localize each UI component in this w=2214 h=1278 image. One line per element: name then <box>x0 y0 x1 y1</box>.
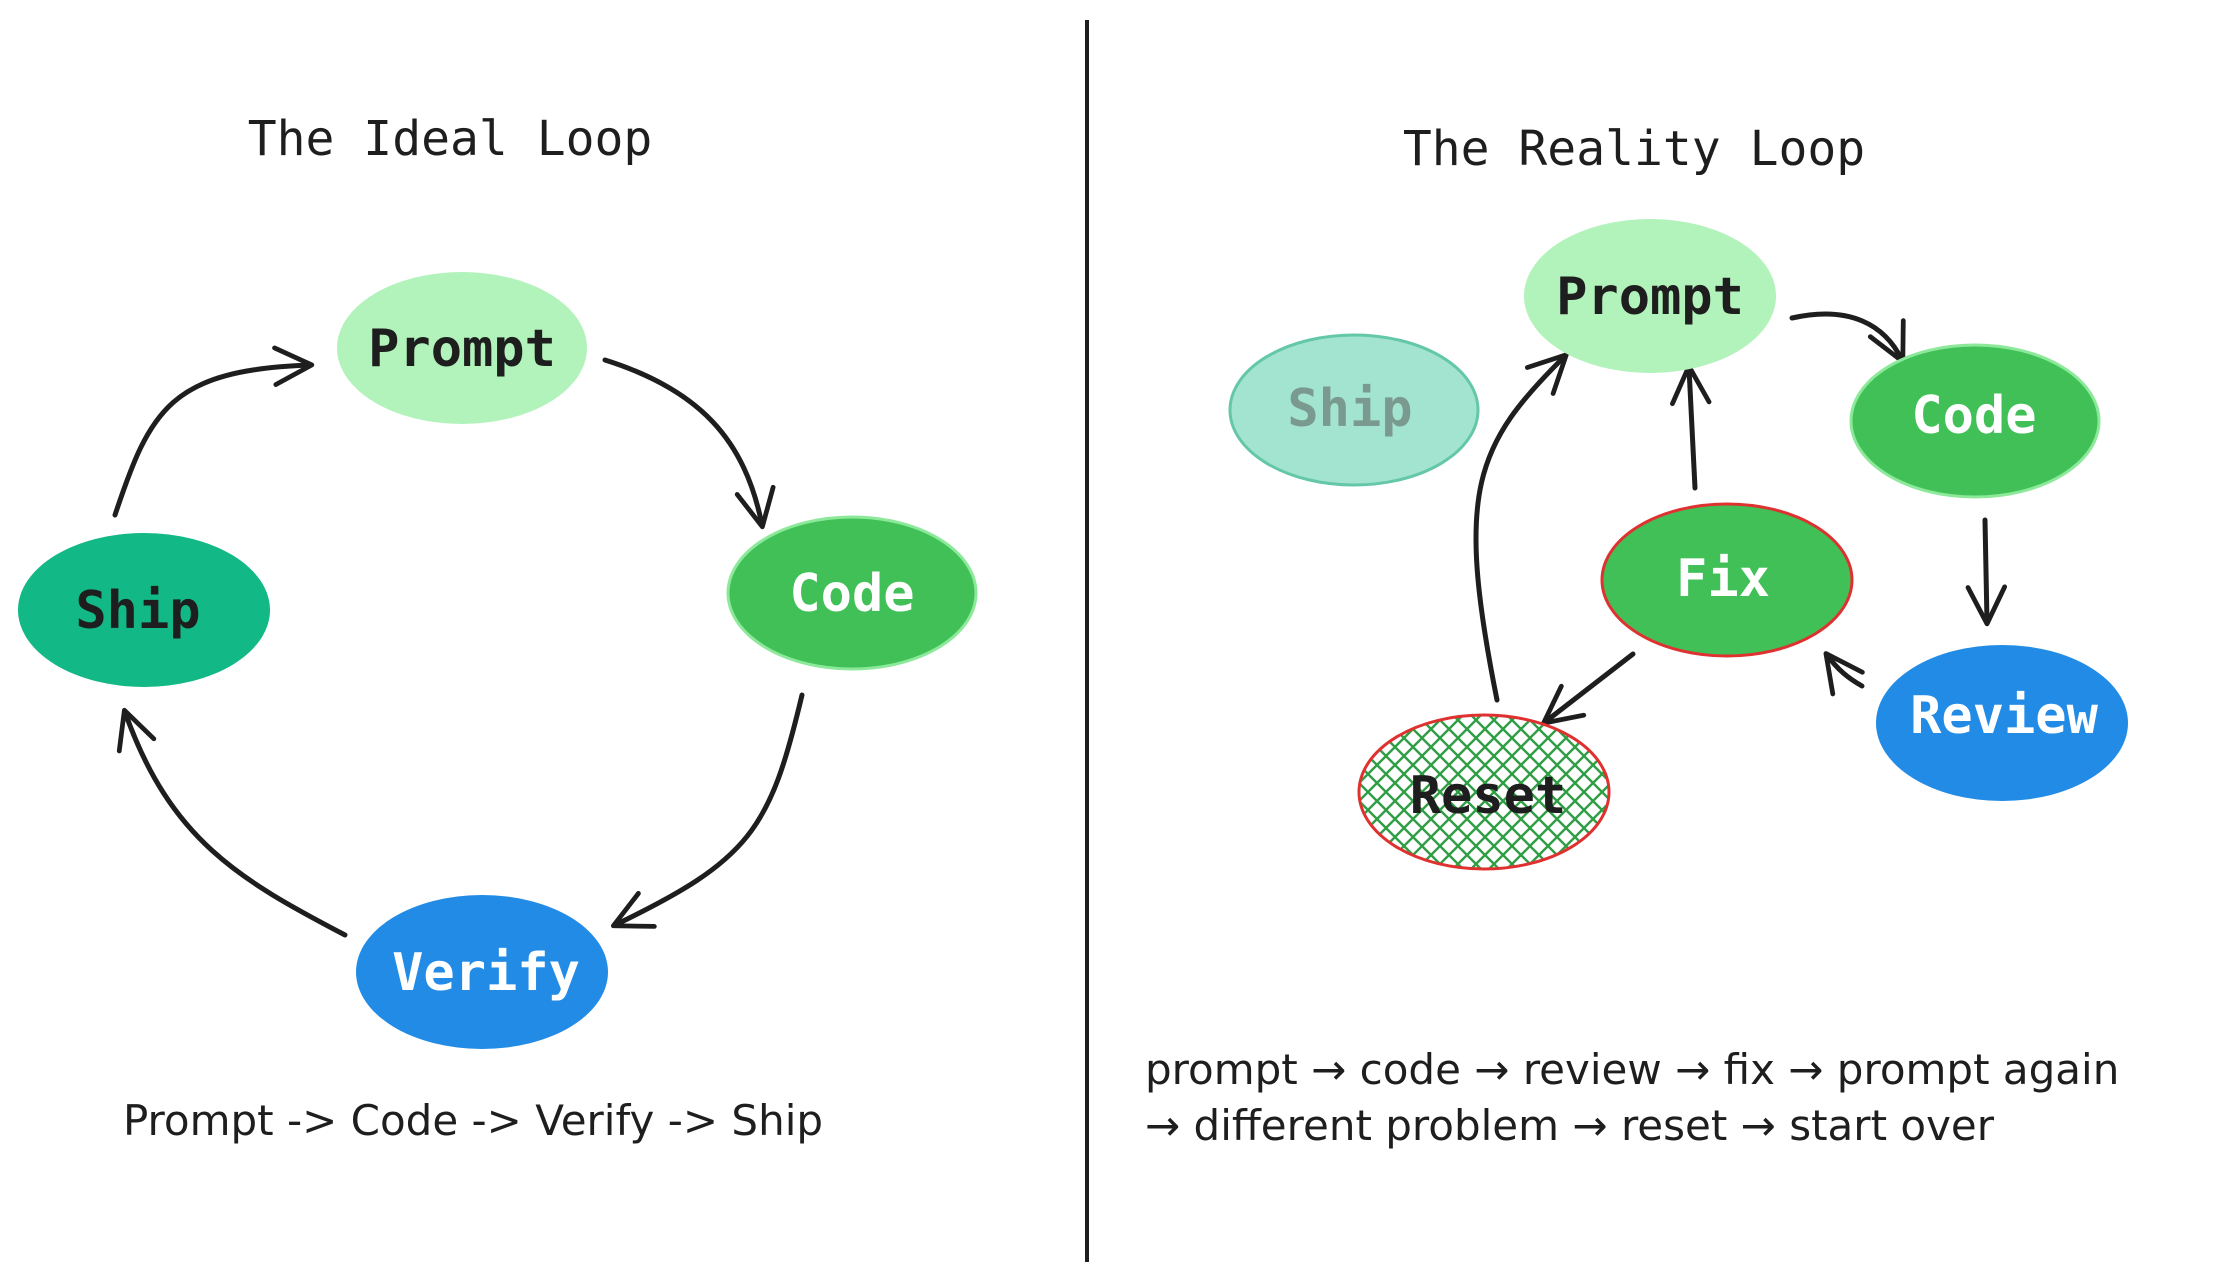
ideal-node-prompt-shape <box>337 272 587 424</box>
reality-loop-caption-line2: → different problem → reset → start over <box>1145 1101 1995 1150</box>
reality-node-prompt: Prompt <box>1524 219 1776 373</box>
reality-loop-panel: The Reality Loop Prompt Ship Code Fix Re… <box>1145 121 2128 1150</box>
ideal-node-code-label: Code <box>789 564 914 624</box>
arrow-fix-to-prompt <box>1670 363 1712 491</box>
reality-node-ship-label: Ship <box>1287 379 1412 439</box>
reality-node-code-shape <box>1849 343 2101 499</box>
reality-node-fix-outline <box>1600 502 1854 658</box>
reality-node-prompt-shape <box>1524 219 1776 373</box>
arrow-prompt-to-code <box>602 357 776 530</box>
reality-node-reset-shape <box>1359 715 1609 869</box>
ideal-node-prompt-label: Prompt <box>368 319 556 379</box>
arrow-reset-to-prompt <box>1473 352 1569 703</box>
arrow-fix-to-reset <box>1541 651 1636 726</box>
reality-node-code: Code <box>1849 343 2101 499</box>
arrow-code-to-verify <box>610 692 805 929</box>
reality-loop-caption-line1: prompt → code → review → fix → prompt ag… <box>1145 1045 2119 1094</box>
arrow-verify-to-ship <box>116 707 348 938</box>
reality-node-review-shape <box>1876 645 2128 801</box>
ideal-node-verify-shape <box>356 895 608 1049</box>
ideal-node-ship-shape <box>18 533 270 687</box>
ideal-node-code-shape <box>726 515 978 671</box>
ideal-node-ship-label: Ship <box>75 581 200 641</box>
reality-node-ship: Ship <box>1228 333 1480 487</box>
reality-node-reset: Reset <box>1357 713 1611 871</box>
ideal-loop-title: The Ideal Loop <box>248 111 653 167</box>
arrow-ship-to-prompt <box>112 345 315 518</box>
reality-node-ship-shape <box>1228 333 1480 487</box>
reality-node-prompt-label: Prompt <box>1556 267 1744 327</box>
reality-node-review-label: Review <box>1910 686 2099 746</box>
reality-node-reset-label: Reset <box>1410 766 1567 826</box>
arrow-code-to-review <box>1965 517 2008 627</box>
reality-node-code-label: Code <box>1911 386 2036 446</box>
ideal-loop-panel: The Ideal Loop Prompt Code Verify Ship P… <box>18 111 978 1145</box>
arrow-review-to-fix <box>1823 651 1865 697</box>
reality-node-review: Review <box>1876 645 2128 801</box>
arrow-prompt-to-code-reality <box>1789 311 1906 365</box>
ideal-node-ship: Ship <box>18 533 270 687</box>
ideal-node-verify-label: Verify <box>392 943 580 1003</box>
reality-loop-title: The Reality Loop <box>1403 121 1865 177</box>
ideal-node-prompt: Prompt <box>337 272 587 424</box>
reality-node-reset-outline <box>1357 713 1611 871</box>
reality-node-fix-shape <box>1602 504 1852 656</box>
ideal-node-code: Code <box>726 515 978 671</box>
reality-node-fix-label: Fix <box>1676 549 1770 609</box>
ideal-node-verify: Verify <box>356 895 608 1049</box>
ideal-loop-caption: Prompt -> Code -> Verify -> Ship <box>123 1096 823 1145</box>
reality-node-fix: Fix <box>1600 502 1854 658</box>
